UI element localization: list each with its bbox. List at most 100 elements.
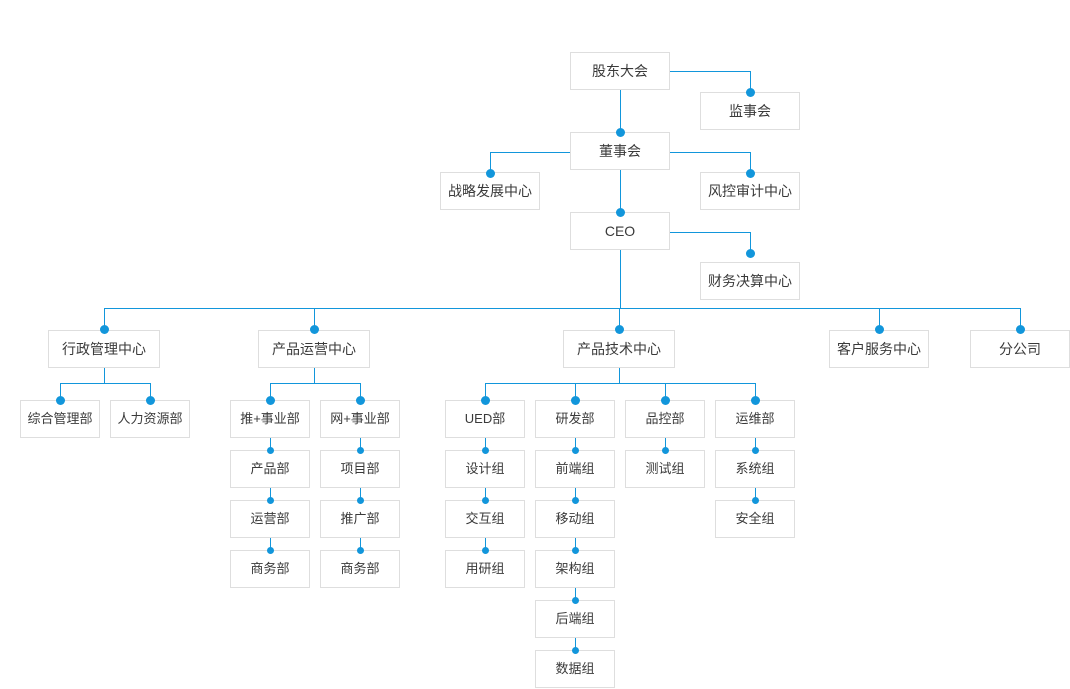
node-ops-a1[interactable]: 推+事业部 [230, 400, 310, 438]
connector-dot-ops-a4 [267, 547, 274, 554]
node-tech-a4[interactable]: 用研组 [445, 550, 525, 588]
node-finance[interactable]: 财务决算中心 [700, 262, 800, 300]
edge-trunk-prodops [314, 308, 315, 330]
node-tech-b4[interactable]: 架构组 [535, 550, 615, 588]
node-tech-c2[interactable]: 测试组 [625, 450, 705, 488]
node-tech-a3[interactable]: 交互组 [445, 500, 525, 538]
connector-dot-tech-b4 [572, 547, 579, 554]
node-ops-b3[interactable]: 推广部 [320, 500, 400, 538]
node-tech-b6[interactable]: 数据组 [535, 650, 615, 688]
connector-dot-board [616, 128, 625, 137]
edge-prodops-stem [314, 368, 315, 383]
edge-chain-ops-a-1 [270, 438, 271, 450]
node-ceo[interactable]: CEO [570, 212, 670, 250]
edge-chain-tech-d-1 [755, 438, 756, 450]
connector-dot-tech-b5 [572, 597, 579, 604]
node-ops-a2[interactable]: 产品部 [230, 450, 310, 488]
connector-dot-riskaudit [746, 169, 755, 178]
node-admin-c2[interactable]: 人力资源部 [110, 400, 190, 438]
edge-level4-trunk [104, 308, 1021, 309]
edge-chain-tech-b-2 [575, 488, 576, 500]
node-shareholders[interactable]: 股东大会 [570, 52, 670, 90]
connector-dot-supervisors [746, 88, 755, 97]
edge-board-riskaudit-v [750, 152, 751, 174]
connector-dot-service [875, 325, 884, 334]
edge-prodops-drop-2 [360, 383, 361, 400]
connector-dot-ops-b4 [357, 547, 364, 554]
node-tech-b3[interactable]: 移动组 [535, 500, 615, 538]
edge-prodtech-drop-3 [665, 383, 666, 400]
node-tech-b5[interactable]: 后端组 [535, 600, 615, 638]
edge-prodops-drop-1 [270, 383, 271, 400]
node-tech-b2[interactable]: 前端组 [535, 450, 615, 488]
edge-chain-tech-a-3 [485, 538, 486, 550]
edge-chain-ops-a-2 [270, 488, 271, 500]
edge-trunk-prodtech [619, 308, 620, 330]
connector-dot-tech-b2 [572, 447, 579, 454]
edge-admin-drop-2 [150, 383, 151, 400]
edge-shareholders-supervisors-v [750, 71, 751, 93]
node-admin[interactable]: 行政管理中心 [48, 330, 160, 368]
edge-board-riskaudit-h [670, 152, 750, 153]
edge-trunk-branch [1020, 308, 1021, 330]
edge-ceo-trunk [620, 250, 621, 308]
connector-dot-prodops [310, 325, 319, 334]
edge-chain-tech-a-2 [485, 488, 486, 500]
node-tech-d1[interactable]: 运维部 [715, 400, 795, 438]
node-branch[interactable]: 分公司 [970, 330, 1070, 368]
connector-dot-tech-a1 [481, 396, 490, 405]
node-tech-c1[interactable]: 品控部 [625, 400, 705, 438]
connector-dot-ops-b3 [357, 497, 364, 504]
edge-chain-ops-b-1 [360, 438, 361, 450]
edge-board-ceo [620, 170, 621, 212]
connector-dot-ops-a1 [266, 396, 275, 405]
node-supervisors[interactable]: 监事会 [700, 92, 800, 130]
edge-chain-tech-b-4 [575, 588, 576, 600]
connector-dot-tech-d2 [752, 447, 759, 454]
edge-chain-tech-b-3 [575, 538, 576, 550]
edge-trunk-admin [104, 308, 105, 330]
edge-admin-stem [104, 368, 105, 383]
edge-admin-drop-1 [60, 383, 61, 400]
node-tech-d2[interactable]: 系统组 [715, 450, 795, 488]
node-ops-b4[interactable]: 商务部 [320, 550, 400, 588]
edge-admin-bar [60, 383, 150, 384]
node-tech-a1[interactable]: UED部 [445, 400, 525, 438]
edge-chain-ops-b-2 [360, 488, 361, 500]
connector-dot-tech-a3 [482, 497, 489, 504]
node-prodops[interactable]: 产品运营中心 [258, 330, 370, 368]
node-ops-b1[interactable]: 网+事业部 [320, 400, 400, 438]
connector-dot-ops-a3 [267, 497, 274, 504]
connector-dot-tech-b1 [571, 396, 580, 405]
connector-dot-tech-d1 [751, 396, 760, 405]
edge-chain-ops-a-3 [270, 538, 271, 550]
node-tech-b1[interactable]: 研发部 [535, 400, 615, 438]
edge-chain-tech-b-1 [575, 438, 576, 450]
node-ops-b2[interactable]: 项目部 [320, 450, 400, 488]
node-prodtech[interactable]: 产品技术中心 [563, 330, 675, 368]
connector-dot-ops-b2 [357, 447, 364, 454]
edge-chain-tech-a-1 [485, 438, 486, 450]
connector-dot-admin-c2 [146, 396, 155, 405]
connector-dot-strategy [486, 169, 495, 178]
connector-dot-finance [746, 249, 755, 258]
node-admin-c1[interactable]: 综合管理部 [20, 400, 100, 438]
connector-dot-tech-a4 [482, 547, 489, 554]
connector-dot-prodtech [615, 325, 624, 334]
node-service[interactable]: 客户服务中心 [829, 330, 929, 368]
node-tech-a2[interactable]: 设计组 [445, 450, 525, 488]
edge-prodops-bar [270, 383, 360, 384]
connector-dot-admin [100, 325, 109, 334]
connector-dot-branch [1016, 325, 1025, 334]
connector-dot-admin-c1 [56, 396, 65, 405]
connector-dot-ops-a2 [267, 447, 274, 454]
node-strategy[interactable]: 战略发展中心 [440, 172, 540, 210]
node-riskaudit[interactable]: 风控审计中心 [700, 172, 800, 210]
node-board[interactable]: 董事会 [570, 132, 670, 170]
edge-prodtech-drop-4 [755, 383, 756, 400]
edge-shareholders-supervisors-h [670, 71, 750, 72]
node-tech-d3[interactable]: 安全组 [715, 500, 795, 538]
node-ops-a3[interactable]: 运营部 [230, 500, 310, 538]
node-ops-a4[interactable]: 商务部 [230, 550, 310, 588]
